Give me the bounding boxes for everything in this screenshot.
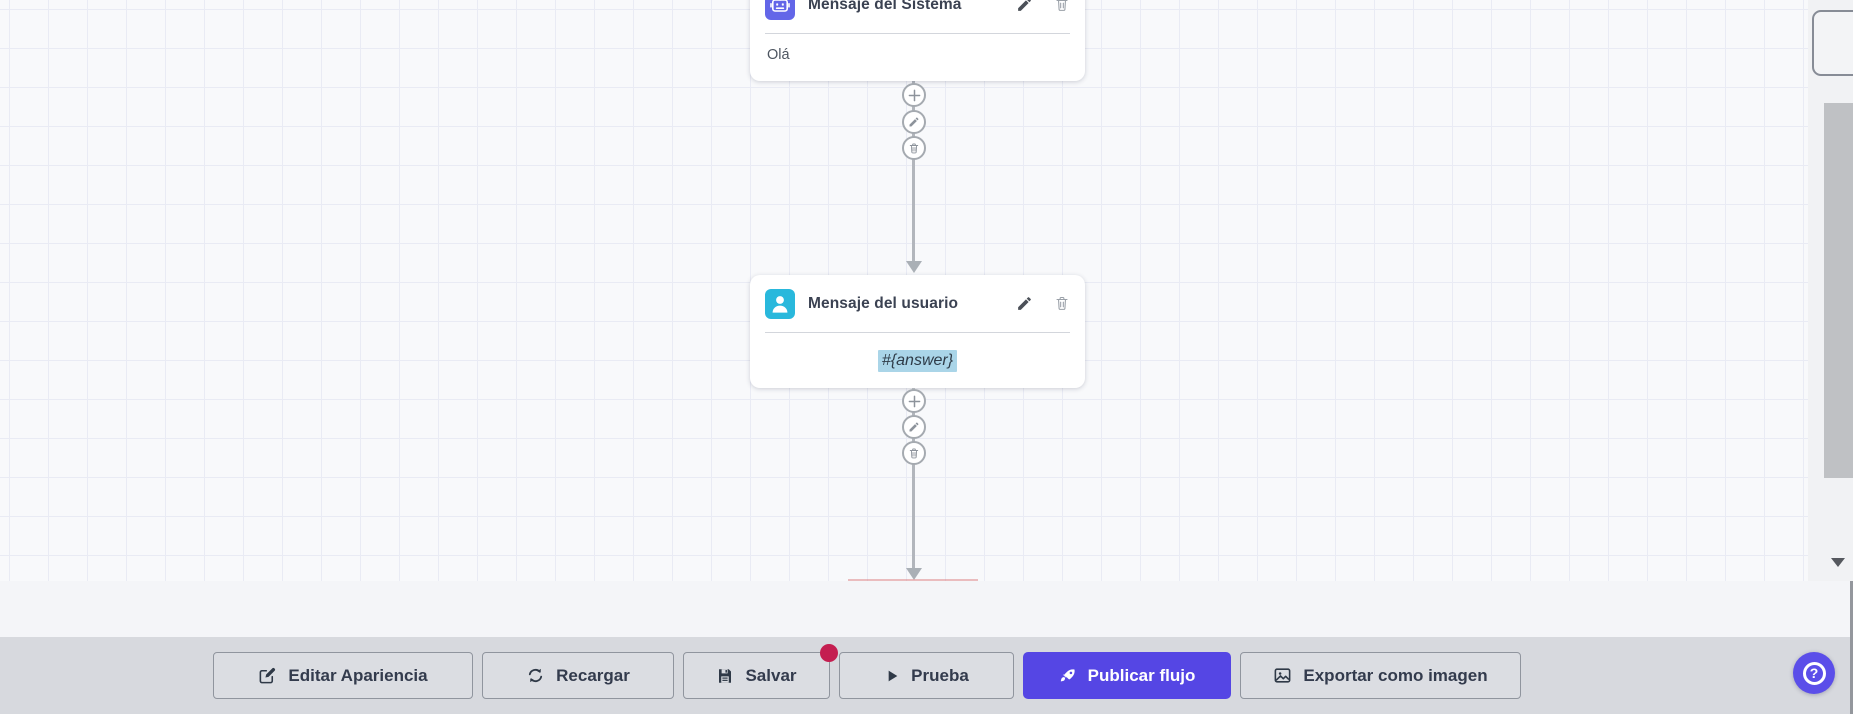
node-header: Mensaje del usuario	[750, 275, 1085, 332]
delete-node-button[interactable]	[1054, 295, 1070, 312]
reload-button[interactable]: Recargar	[482, 652, 674, 699]
button-label: Prueba	[911, 665, 969, 685]
trash-icon	[1056, 0, 1068, 11]
variable-chip: #{answer}	[877, 349, 958, 372]
play-icon	[888, 670, 898, 681]
export-image-button[interactable]: Exportar como imagen	[1240, 652, 1521, 699]
pencil-icon	[909, 117, 919, 127]
button-label: Salvar	[745, 665, 797, 685]
user-icon	[765, 288, 795, 319]
node-body: #{answer}	[750, 333, 1085, 388]
delete-node-button[interactable]	[1054, 0, 1070, 13]
robot-icon	[765, 0, 795, 20]
trash-icon	[909, 448, 919, 458]
question-icon: ?	[1802, 661, 1826, 685]
button-label: Recargar	[556, 665, 630, 685]
connector-edit-button[interactable]	[902, 415, 926, 439]
node-title: Mensaje del Sistema	[808, 0, 962, 13]
pencil-icon	[1018, 0, 1031, 11]
button-label: Publicar flujo	[1087, 665, 1196, 685]
next-node-edge	[848, 579, 978, 581]
divider	[765, 332, 1070, 333]
button-label: Editar Apariencia	[288, 665, 428, 685]
canvas-footer-spacer	[0, 581, 1853, 637]
window-edge	[1850, 581, 1853, 714]
unsaved-changes-badge	[820, 644, 838, 662]
flow-canvas[interactable]: Mensaje del Sistema Olá	[0, 0, 1853, 581]
canvas-controls-panel[interactable]	[1812, 10, 1853, 76]
connector-delete-button[interactable]	[902, 441, 926, 465]
publish-flow-button[interactable]: Publicar flujo	[1023, 652, 1231, 699]
trash-icon	[909, 143, 919, 153]
edit-icon	[259, 667, 276, 684]
save-icon	[719, 668, 732, 683]
connector-edit-button[interactable]	[902, 110, 926, 134]
test-button[interactable]: Prueba	[839, 652, 1014, 699]
help-button[interactable]: ?	[1793, 652, 1835, 694]
connector-line	[912, 81, 915, 263]
node-card-user-message[interactable]: Mensaje del usuario #{answer}	[750, 275, 1085, 388]
node-body-text: Olá	[767, 47, 790, 63]
plus-icon	[908, 395, 920, 407]
action-toolbar: Editar Apariencia Recargar Salvar	[0, 637, 1853, 714]
edit-node-button[interactable]	[1016, 295, 1033, 312]
node-card-system-message[interactable]: Mensaje del Sistema Olá	[750, 0, 1085, 81]
connector-line	[912, 388, 915, 570]
connector-arrow-icon	[906, 261, 922, 273]
pencil-icon	[909, 422, 919, 432]
image-icon	[1274, 668, 1291, 683]
pencil-icon	[1018, 297, 1031, 310]
refresh-icon	[529, 668, 543, 683]
edit-node-button[interactable]	[1016, 0, 1033, 13]
connector-delete-button[interactable]	[902, 136, 926, 160]
save-button[interactable]: Salvar	[683, 644, 838, 699]
scroll-down-arrow-icon[interactable]	[1831, 558, 1845, 567]
node-title: Mensaje del usuario	[808, 294, 959, 312]
scrollbar-thumb[interactable]	[1824, 103, 1853, 478]
node-header: Mensaje del Sistema	[750, 0, 1085, 33]
trash-icon	[1056, 296, 1068, 310]
plus-icon	[908, 89, 920, 101]
button-label: Exportar como imagen	[1303, 665, 1488, 685]
connector-add-button[interactable]	[902, 83, 926, 107]
connector-arrow-icon	[906, 568, 922, 580]
divider	[765, 33, 1070, 34]
rocket-icon	[1060, 668, 1075, 681]
edit-appearance-button[interactable]: Editar Apariencia	[213, 652, 473, 699]
connector-add-button[interactable]	[902, 389, 926, 413]
